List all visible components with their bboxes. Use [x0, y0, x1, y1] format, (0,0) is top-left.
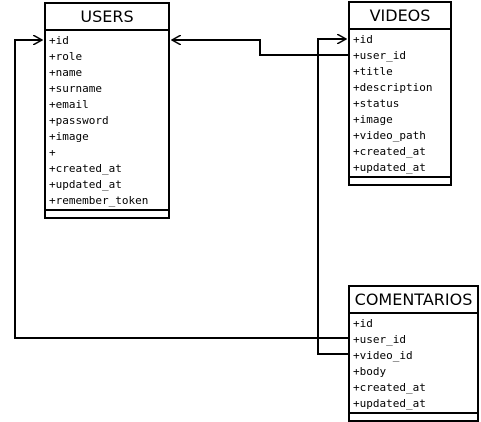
videos-field: +updated_at	[353, 161, 426, 174]
users-field: +surname	[49, 82, 102, 95]
comentarios-methods-section	[350, 414, 477, 420]
videos-entity: VIDEOS +id +user_id +title +description …	[348, 1, 452, 186]
users-field: +created_at	[49, 162, 122, 175]
videos-title: VIDEOS	[350, 3, 450, 30]
relation-videos-users	[172, 40, 349, 56]
comentarios-entity: COMENTARIOS +id +user_id +video_id +body…	[348, 285, 479, 422]
videos-field: +user_id	[353, 49, 406, 62]
users-title: USERS	[46, 4, 168, 31]
users-methods-section	[46, 211, 168, 217]
users-field: +name	[49, 66, 83, 79]
comentarios-field: +user_id	[353, 333, 406, 346]
comentarios-field: +updated_at	[353, 397, 426, 410]
videos-field: +description	[353, 81, 433, 94]
videos-field: +image	[353, 113, 393, 126]
users-entity: USERS +id +role +name +surname +email +p…	[44, 2, 170, 219]
videos-field: +created_at	[353, 145, 426, 158]
relation-comentarios-users	[14, 40, 349, 339]
comentarios-field: +id	[353, 317, 373, 330]
users-field: +email	[49, 98, 89, 111]
users-field: +updated_at	[49, 178, 122, 191]
comentarios-title: COMENTARIOS	[350, 287, 477, 314]
relation-comentarios-videos	[317, 39, 349, 355]
users-field: +password	[49, 114, 109, 127]
videos-fields: +id +user_id +title +description +status…	[350, 30, 450, 178]
videos-field: +status	[353, 97, 400, 110]
videos-field: +title	[353, 65, 393, 78]
comentarios-field: +body	[353, 365, 387, 378]
users-field: +id	[49, 34, 69, 47]
comentarios-field: +video_id	[353, 349, 413, 362]
users-field: +remember_token	[49, 194, 149, 207]
videos-field: +video_path	[353, 129, 426, 142]
users-field: +	[49, 146, 56, 159]
comentarios-fields: +id +user_id +video_id +body +created_at…	[350, 314, 477, 414]
users-field: +image	[49, 130, 89, 143]
users-fields: +id +role +name +surname +email +passwor…	[46, 31, 168, 211]
comentarios-field: +created_at	[353, 381, 426, 394]
users-field: +role	[49, 50, 83, 63]
videos-methods-section	[350, 178, 450, 184]
videos-field: +id	[353, 33, 373, 46]
